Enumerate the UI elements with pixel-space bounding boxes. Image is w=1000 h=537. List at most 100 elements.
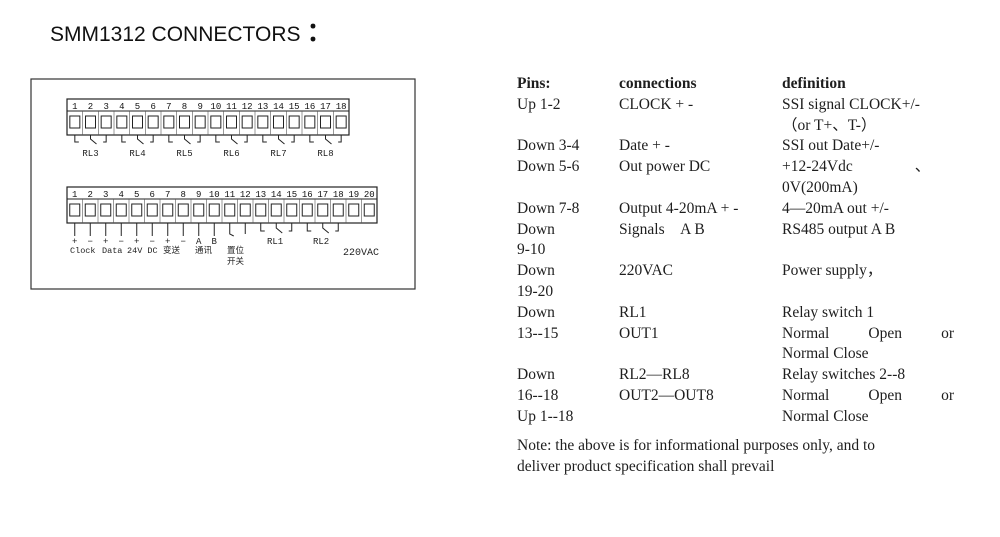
lower-pin-number: 14 xyxy=(271,190,282,200)
upper-pin-number: 7 xyxy=(166,102,171,112)
upper-pin-number: 15 xyxy=(289,102,300,112)
lower-terminal-screw xyxy=(115,203,127,217)
lower-terminal-screw xyxy=(100,203,112,217)
header-connections: connections xyxy=(619,75,697,92)
cell-pins-line: 9-10 xyxy=(517,241,546,259)
upper-pin-number: 8 xyxy=(182,102,187,112)
lower-terminal-screw xyxy=(332,203,344,217)
relay-contact xyxy=(121,135,154,145)
cell-definition-line: Relay switch 1 xyxy=(782,303,875,321)
cell-definition-line: 4—20mA out +/- xyxy=(782,199,889,217)
lower-terminal-screw xyxy=(208,203,220,217)
lower-pin-number: 15 xyxy=(286,190,297,200)
upper-terminal-screw xyxy=(85,115,96,129)
cell-definition-line: Relay switches 2--8 xyxy=(782,366,906,384)
cell-connection: Date + - xyxy=(619,136,782,157)
label-comm: 通讯 xyxy=(195,245,213,256)
cell-connection-line: RL1 xyxy=(619,303,647,321)
cell-connection-line: CLOCK + - xyxy=(619,95,694,113)
relay-contact xyxy=(309,135,342,145)
cell-pins: Down 19-20 xyxy=(517,261,619,303)
upper-terminal-screw xyxy=(69,115,81,129)
upper-pin-number: 16 xyxy=(304,102,315,112)
relay-contact xyxy=(262,135,295,145)
label-setpos-1: 置位 xyxy=(227,245,245,256)
cell-connection-line: Output 4-20mA + - xyxy=(619,199,739,217)
lower-terminal-screw xyxy=(162,203,174,217)
lower-terminal-screw xyxy=(177,203,189,217)
upper-pin-number: 3 xyxy=(103,102,108,112)
lower-pin-number: 18 xyxy=(333,190,344,200)
cell-connection-line: 220VAC xyxy=(619,262,673,280)
upper-pin-number: 10 xyxy=(210,102,221,112)
cell-definition: Power supply， xyxy=(782,261,957,303)
cell-pins-line: 19-20 xyxy=(517,282,554,300)
lower-terminal-screw xyxy=(146,203,158,217)
reset-switch-contact xyxy=(229,223,246,237)
word: Open xyxy=(868,386,902,404)
title-text: SMM1312 CONNECTORS xyxy=(50,23,301,46)
upper-terminal-screw xyxy=(100,115,112,129)
polarity-mark: − xyxy=(150,237,155,247)
upper-terminal-screw xyxy=(304,115,316,129)
word: or xyxy=(941,386,954,404)
cell-definition-line: 0V(200mA) xyxy=(782,178,858,196)
upper-terminal-screw xyxy=(179,115,190,129)
cell-connection: Output 4-20mA + - xyxy=(619,199,782,220)
upper-terminal-screw xyxy=(132,115,143,129)
label-rl1: RL1 xyxy=(267,237,283,247)
relay-contact xyxy=(215,135,248,145)
cell-pins-line: Down xyxy=(517,220,555,238)
lower-pin-number: 5 xyxy=(134,190,139,200)
cell-pins-line: Down 5-6 xyxy=(517,158,580,176)
upper-pin-number: 18 xyxy=(336,102,347,112)
cell-pins-line: Down xyxy=(517,262,555,280)
lower-pin-number: 13 xyxy=(255,190,266,200)
cell-pins-line: 13--15 xyxy=(517,324,559,342)
cell-pins: Down 3-4 xyxy=(517,136,619,157)
word: or xyxy=(941,324,954,342)
cell-connection-line: OUT2—OUT8 xyxy=(619,386,714,404)
note-line: deliver product specification shall prev… xyxy=(517,458,775,475)
lower-terminal-screw xyxy=(348,203,360,217)
header-definition: definition xyxy=(782,75,846,92)
polarity-mark: B xyxy=(212,237,218,247)
cell-pins-line: Up 1-2 xyxy=(517,95,561,113)
relay-contact xyxy=(74,135,107,145)
cell-definition-line: +12-24Vdc 、 xyxy=(782,158,931,176)
upper-pin-number: 6 xyxy=(150,102,155,112)
cell-definition-line: SSI signal CLOCK+/- xyxy=(782,95,920,113)
lower-pin-number: 11 xyxy=(224,190,235,200)
upper-relay-label: RL3 xyxy=(82,149,98,159)
upper-pin-number: 17 xyxy=(320,102,331,112)
cell-pins-line: Up 1--18 xyxy=(517,407,574,425)
upper-terminal-screw xyxy=(320,115,331,129)
upper-terminal-screw xyxy=(288,115,300,129)
upper-relay-label: RL4 xyxy=(129,149,145,159)
cell-definition: SSI signal CLOCK+/-（or T+、T-） xyxy=(782,95,957,137)
cell-connection: Out power DC xyxy=(619,157,782,199)
note: Note: the above is for informational pur… xyxy=(517,435,957,477)
page-title: SMM1312 CONNECTORS： xyxy=(50,12,333,49)
cell-pins-line: Down 7-8 xyxy=(517,199,580,217)
cell-definition: 4—20mA out +/- xyxy=(782,199,957,220)
cell-connection-line: Date + - xyxy=(619,137,670,155)
upper-pin-number: 12 xyxy=(242,102,253,112)
lower-terminal-screw xyxy=(193,203,205,217)
upper-pin-number: 14 xyxy=(273,102,284,112)
cell-definition-line: Normal Close xyxy=(782,345,869,363)
upper-relay-label: RL8 xyxy=(317,149,333,159)
cell-pins-line: 16--18 xyxy=(517,386,559,404)
cell-definition: SSI out Date+/- xyxy=(782,136,957,157)
upper-terminal-screw xyxy=(210,115,222,129)
lower-pin-number: 16 xyxy=(302,190,313,200)
lower-terminal-screw xyxy=(301,203,313,217)
label-220vac: 220VAC xyxy=(343,248,379,259)
